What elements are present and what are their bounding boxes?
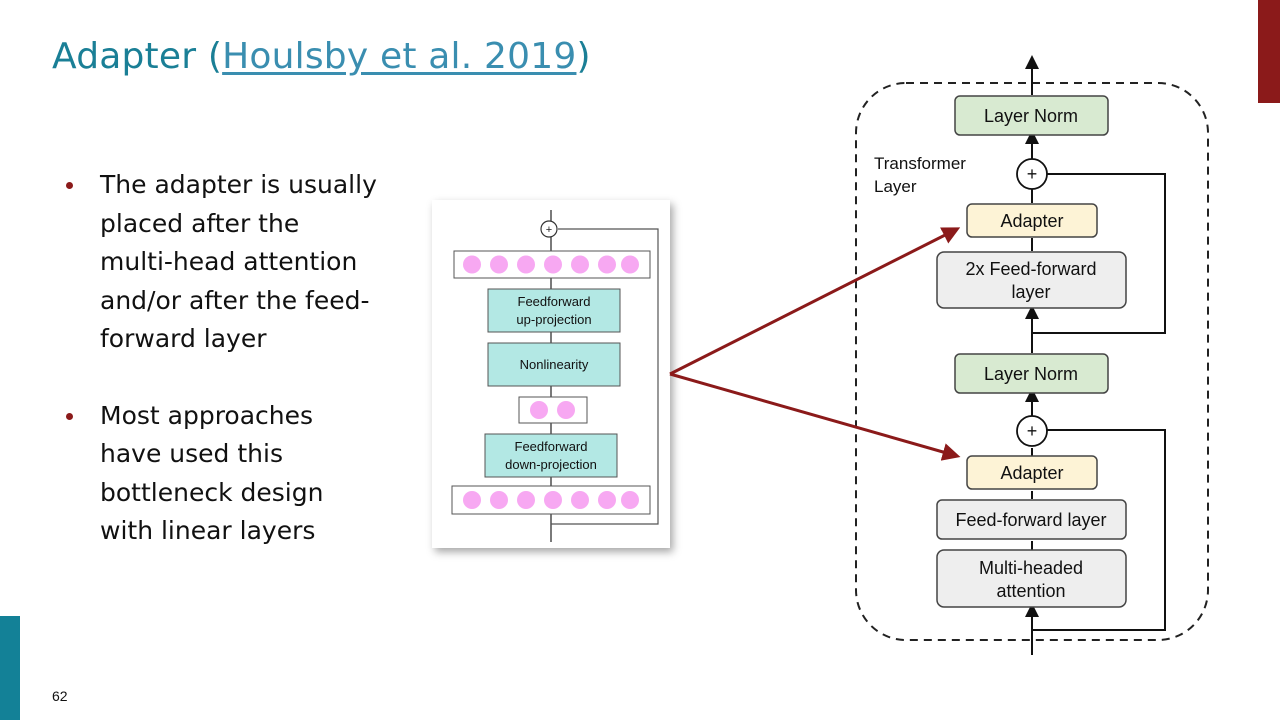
transformer-layer-label-2: Layer bbox=[874, 177, 917, 196]
neuron bbox=[544, 255, 562, 274]
neuron bbox=[598, 255, 616, 274]
svg-text:up-projection: up-projection bbox=[516, 312, 591, 327]
neuron bbox=[571, 491, 589, 509]
teal-accent-bar bbox=[0, 616, 20, 720]
svg-text:down-projection: down-projection bbox=[505, 457, 597, 472]
adapter-skip-connection bbox=[551, 228, 659, 525]
adapter-module-diagram: + Feedforward up-projection Nonlinearity bbox=[432, 200, 670, 548]
neuron bbox=[544, 491, 562, 509]
plus-node-bottom: + bbox=[1016, 415, 1048, 447]
bullet-item: Most approaches have used this bottlenec… bbox=[60, 397, 380, 551]
neuron bbox=[571, 255, 589, 274]
multi-head-attention-block: Multi-headed attention bbox=[936, 549, 1127, 608]
neuron bbox=[517, 255, 535, 274]
bullet-dot-icon bbox=[66, 182, 73, 189]
svg-text:Layer Norm: Layer Norm bbox=[984, 106, 1078, 126]
adapter-block-top: Adapter bbox=[966, 203, 1098, 238]
neuron bbox=[463, 491, 481, 509]
pointer-arrow-bottom bbox=[669, 372, 961, 461]
neuron bbox=[621, 255, 639, 274]
svg-text:layer: layer bbox=[1011, 282, 1050, 302]
nonlinearity-block: Nonlinearity bbox=[487, 342, 621, 387]
bottom-neuron-layer bbox=[451, 485, 651, 515]
svg-text:2x Feed-forward: 2x Feed-forward bbox=[965, 259, 1096, 279]
svg-text:Nonlinearity: Nonlinearity bbox=[520, 357, 589, 372]
bullet-text: The adapter is usually placed after the … bbox=[100, 170, 377, 353]
svg-text:attention: attention bbox=[996, 581, 1065, 601]
neuron bbox=[490, 255, 508, 274]
layer-norm-top: Layer Norm bbox=[954, 95, 1109, 136]
neuron bbox=[463, 255, 481, 274]
down-projection-block: Feedforward down-projection bbox=[484, 433, 618, 478]
adapter-plus-node: + bbox=[540, 220, 558, 238]
bullet-dot-icon bbox=[66, 412, 73, 420]
page-number: 62 bbox=[52, 688, 68, 704]
red-accent-bar bbox=[1258, 0, 1280, 103]
svg-text:Multi-headed: Multi-headed bbox=[979, 558, 1083, 578]
top-neuron-layer bbox=[453, 250, 651, 279]
svg-text:Feedforward: Feedforward bbox=[518, 294, 591, 309]
adapter-block-bottom: Adapter bbox=[966, 455, 1098, 490]
transformer-layer-label: Transformer bbox=[874, 154, 966, 173]
bullet-text: Most approaches have used this bottlenec… bbox=[100, 400, 324, 546]
plus-node-top: + bbox=[1016, 158, 1048, 190]
bullet-list: The adapter is usually placed after the … bbox=[60, 166, 380, 589]
up-projection-block: Feedforward up-projection bbox=[487, 288, 621, 333]
ffn-2x-block: 2x Feed-forward layer bbox=[936, 251, 1127, 309]
svg-text:+: + bbox=[1027, 164, 1038, 184]
title-prefix: Adapter ( bbox=[52, 36, 223, 77]
svg-text:Layer Norm: Layer Norm bbox=[984, 364, 1078, 384]
bullet-item: The adapter is usually placed after the … bbox=[60, 166, 380, 359]
svg-text:Feedforward: Feedforward bbox=[515, 439, 588, 454]
neuron bbox=[517, 491, 535, 509]
svg-text:Feed-forward layer: Feed-forward layer bbox=[955, 510, 1106, 530]
pointer-arrow-top bbox=[669, 227, 961, 376]
svg-text:Adapter: Adapter bbox=[1000, 463, 1063, 483]
neuron bbox=[530, 401, 548, 419]
citation-link[interactable]: Houlsby et al. 2019 bbox=[222, 36, 577, 77]
feed-forward-block: Feed-forward layer bbox=[936, 499, 1127, 540]
neuron bbox=[621, 491, 639, 509]
svg-text:+: + bbox=[1027, 421, 1038, 441]
neuron bbox=[490, 491, 508, 509]
layer-norm-bottom: Layer Norm bbox=[954, 353, 1109, 394]
residual-connection-bottom bbox=[1032, 429, 1166, 631]
bottleneck-layer bbox=[518, 396, 588, 424]
slide-title: Adapter (Houlsby et al. 2019) bbox=[52, 36, 591, 77]
adapter-module-svg: + Feedforward up-projection Nonlinearity bbox=[451, 210, 659, 542]
neuron bbox=[598, 491, 616, 509]
svg-text:Adapter: Adapter bbox=[1000, 211, 1063, 231]
svg-text:+: + bbox=[546, 224, 552, 236]
title-suffix: ) bbox=[576, 36, 591, 77]
neuron bbox=[557, 401, 575, 419]
residual-connection-top bbox=[1032, 173, 1166, 334]
